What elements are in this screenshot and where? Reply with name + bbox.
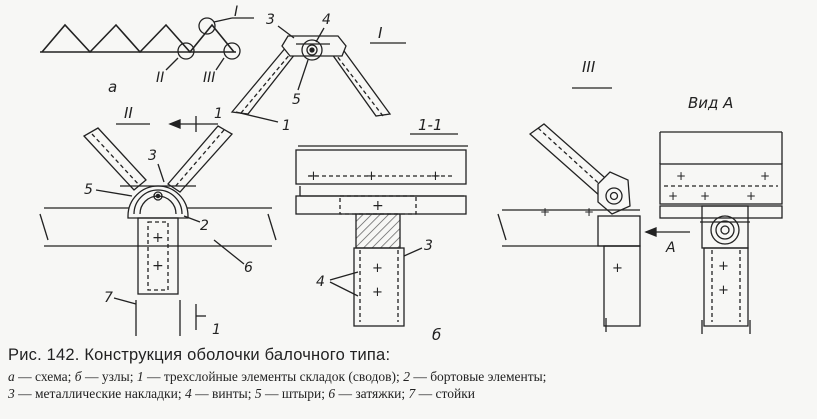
label-n6-left: 6 (244, 260, 253, 276)
label-n1-b: 1 (282, 118, 291, 134)
label-n4-top: 4 (322, 12, 331, 28)
svg-text:+: + (584, 205, 594, 219)
label-n3-top: 3 (266, 12, 275, 28)
label-n3-section: 3 (424, 238, 433, 254)
node-II: II + + (39, 104, 277, 338)
section-1-1: 1-1 + + + + + + 3 4 (295, 116, 468, 344)
svg-text:+: + (676, 169, 686, 183)
label-n1-a: 1 (214, 106, 223, 122)
scheme-a: а I II III (40, 4, 254, 96)
legend-key-3: 3 (8, 386, 15, 401)
legend-text-6: затяжки; (355, 386, 406, 401)
label-node-III: III (582, 58, 596, 76)
view-A: Вид А + + + + + + + (659, 94, 783, 334)
svg-text:+: + (612, 261, 623, 276)
legend-key-b: б (74, 369, 82, 384)
legend-text-7: стойки (435, 386, 475, 401)
svg-text:+: + (700, 189, 710, 203)
legend-key-a: а (8, 369, 15, 384)
legend-text-4: винты; (211, 386, 252, 401)
legend-text-1: трехслойные элементы складок (сводов); (163, 369, 400, 384)
label-view-A: Вид А (688, 94, 733, 112)
label-scheme-II: II (156, 70, 164, 86)
label-node-I: I (378, 24, 383, 42)
legend-text-b: узлы; (101, 369, 134, 384)
structural-drawing: а I II III 3 4 5 1 1 I (39, 4, 783, 344)
svg-text:+: + (668, 189, 678, 203)
caption-legend-line-1: а — схема; б — узлы; 1 — трехслойные эле… (8, 369, 547, 384)
legend-key-1: 1 (136, 369, 144, 384)
label-n1-section: 1 (212, 322, 221, 338)
legend-key-4: 4 (184, 386, 192, 401)
label-n5-top: 5 (292, 92, 301, 108)
figure-caption: Рис. 142. Конструкция оболочки балочного… (8, 346, 814, 402)
caption-title: Рис. 142. Конструкция оболочки балочного… (8, 346, 391, 364)
svg-text:+: + (372, 198, 384, 214)
legend-key-6: 6 (328, 386, 336, 401)
node-III: III + + + А (497, 58, 690, 332)
label-scheme: а (108, 78, 117, 96)
svg-text:+: + (152, 230, 164, 246)
label-node-II: II (124, 104, 133, 122)
legend-text-a: схема; (35, 369, 72, 384)
svg-text:+: + (718, 283, 729, 298)
legend-text-3: металлические накладки; (35, 386, 182, 401)
label-nodes: б (432, 326, 441, 344)
svg-text:+: + (760, 169, 770, 183)
svg-text:+: + (372, 285, 383, 300)
label-n2-left: 2 (200, 218, 209, 234)
label-n7-left: 7 (104, 290, 113, 306)
svg-text:+: + (372, 261, 383, 276)
svg-text:+: + (152, 258, 164, 274)
legend-text-5: штыри; (281, 386, 325, 401)
label-scheme-III: III (203, 70, 215, 86)
label-section: 1-1 (418, 116, 443, 134)
legend-key-2: 2 (403, 369, 410, 384)
legend-key-7: 7 (408, 386, 416, 401)
svg-text:+: + (540, 205, 550, 219)
svg-text:+: + (308, 169, 319, 184)
label-scheme-I: I (234, 4, 238, 20)
label-n4-section: 4 (316, 274, 325, 290)
node-I: 3 4 5 1 1 I (214, 12, 406, 134)
label-n3-left: 3 (148, 148, 157, 164)
svg-text:+: + (718, 259, 729, 274)
label-n5-left: 5 (84, 182, 93, 198)
svg-text:+: + (746, 189, 756, 203)
label-arrow-A: А (665, 240, 676, 256)
legend-key-5: 5 (254, 386, 262, 401)
caption-legend-line-2: 3 — металлические накладки; 4 — винты; 5… (8, 386, 475, 401)
legend-text-2: бортовые элементы; (430, 369, 547, 384)
